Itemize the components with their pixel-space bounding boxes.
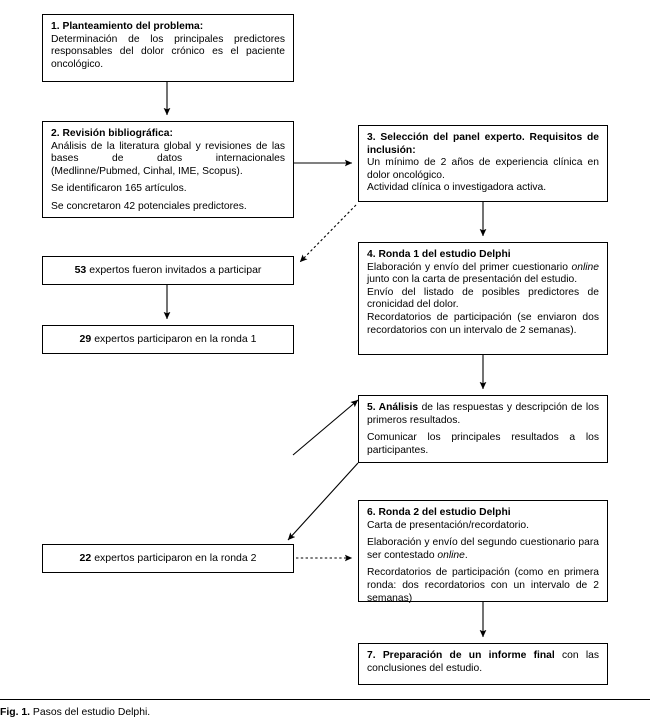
box-4-line-2: Envío del listado de posibles predictore… [367,286,599,311]
box-5-title-line: 5. Análisis de las respuestas y descripc… [367,402,599,427]
box-4-line-1-a: Elaboración y envío del primer cuestiona… [367,261,572,273]
box-2-line-1: Análisis de la literatura global y revis… [51,140,285,177]
box-2-line-2: Se identificaron 165 artículos. [51,183,187,195]
box-5-analisis: 5. Análisis de las respuestas y descripc… [358,395,608,463]
box-7-title-line: 7. Preparación de un informe final con l… [367,650,599,675]
figure-caption-text: Pasos del estudio Delphi. [32,707,151,718]
box-2-title: 2. Revisión bibliográfica: [51,128,173,139]
round2-label: expertos participaron en la ronda 2 [94,552,257,565]
box-2-revision: 2. Revisión bibliográfica: Análisis de l… [42,121,294,218]
box-3-line-2: Actividad clínica o investigadora activa… [367,182,547,194]
box-5-line-2: Comunicar los principales resultados a l… [367,432,599,456]
box-1-body: Determinación de los principales predict… [51,33,285,70]
figure-label: Fig. 1. [0,707,31,718]
box-6-line-2-italic: online [437,549,465,561]
box-1-title: 1. Planteamiento del problema: [51,21,204,32]
box-7-title: 7. Preparación de un informe final [367,650,555,661]
box-6-line-3: Recordatorios de participación (como en … [367,567,599,604]
box-6-line-2-a: Elaboración y envío del segundo cuestion… [367,537,599,561]
box-4-ronda-1: 4. Ronda 1 del estudio Delphi Elaboració… [358,242,608,355]
box-4-title: 4. Ronda 1 del estudio Delphi [367,249,511,260]
box-4-line-1-b: junto con la carta de presentación del e… [367,274,578,286]
figure-caption: Fig. 1. Pasos del estudio Delphi. [0,706,640,719]
box-3-seleccion-panel: 3. Selección del panel experto. Requisit… [358,125,608,202]
box-4-line-1: Elaboración y envío del primer cuestiona… [367,262,599,287]
round1-count: 29 [79,333,92,346]
box-6-line-2: Elaboración y envío del segundo cuestion… [367,537,599,562]
box-4-line-1-italic: online [571,261,599,273]
box-7-informe-final: 7. Preparación de un informe final con l… [358,643,608,685]
arrow-b5-to-round2 [287,462,359,541]
box-6-ronda-2: 6. Ronda 2 del estudio Delphi Carta de p… [358,500,608,604]
box-3-title: 3. Selección del panel experto. Requisit… [367,132,599,156]
invited-label: expertos fueron invitados a participar [89,264,262,277]
box-6-line-1: Carta de presentación/recordatorio. [367,519,529,531]
box-3-line-1: Un mínimo de 2 años de experiencia clíni… [367,157,599,181]
round2-count: 22 [79,552,92,565]
invited-count: 53 [74,264,87,277]
box-5-title: 5. Análisis [367,402,419,413]
box-4-line-3: Recordatorios de participación (se envia… [367,311,599,336]
box-5-title-rest: de las respuestas y descripción de los p… [367,402,600,426]
box-2-line-3: Se concretaron 42 potenciales predictore… [51,200,247,212]
arrow-round1-to-b5 [292,399,359,456]
caption-divider [0,699,650,700]
box-6-line-2-b: . [464,549,468,561]
box-1-planteamiento: 1. Planteamiento del problema: Determina… [42,14,294,82]
box-6-title: 6. Ronda 2 del estudio Delphi [367,507,511,518]
arrow-b3-to-invited [299,204,357,263]
round1-label: expertos participaron en la ronda 1 [94,333,257,346]
box-7-title-rest: con las conclusiones del estudio. [367,650,599,674]
